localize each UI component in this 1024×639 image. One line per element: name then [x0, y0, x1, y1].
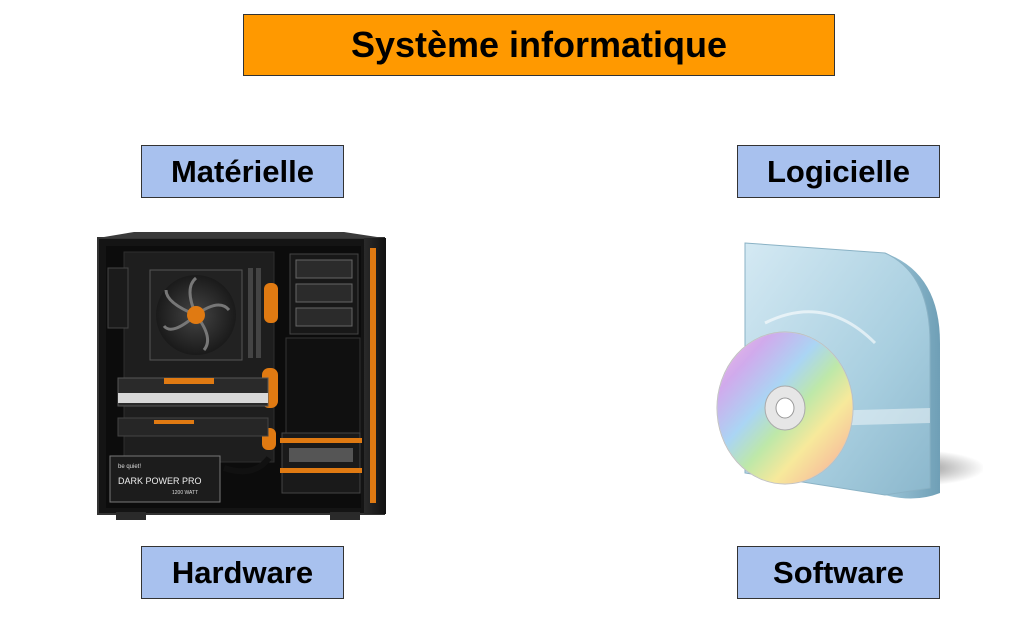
- pc-tower-icon: be quiet! DARK POWER PRO 1200 WATT: [97, 232, 386, 520]
- software-box-cd-icon: [716, 242, 983, 499]
- psu-brand-text: be quiet!: [118, 464, 141, 470]
- psu-model-text: DARK POWER PRO: [118, 476, 202, 486]
- software-label: Software: [737, 546, 940, 599]
- materielle-label: Matérielle: [141, 145, 344, 198]
- slide-title: Système informatique: [243, 14, 835, 76]
- logicielle-label: Logicielle: [737, 145, 940, 198]
- psu-watt-text: 1200 WATT: [172, 490, 198, 496]
- hardware-label: Hardware: [141, 546, 344, 599]
